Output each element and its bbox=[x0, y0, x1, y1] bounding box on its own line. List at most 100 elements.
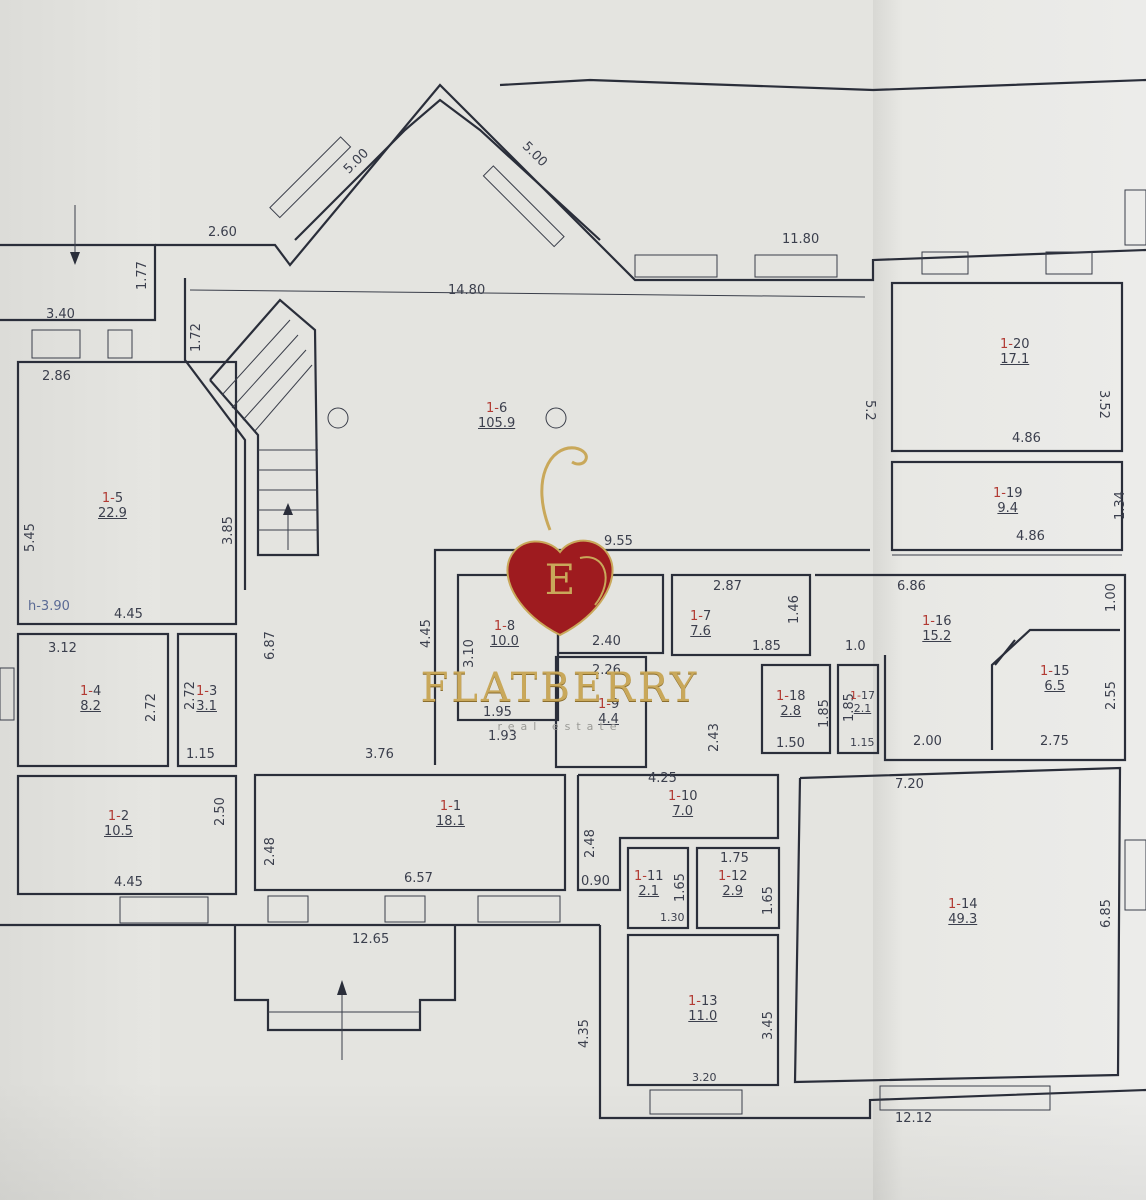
entrance-arrow-head bbox=[70, 252, 80, 265]
room-1-20-walls bbox=[890, 281, 1124, 453]
outer-wall bbox=[155, 83, 1146, 282]
room-1-14-walls bbox=[793, 766, 1122, 1084]
stair-walls bbox=[209, 298, 320, 557]
window bbox=[879, 1085, 1051, 1111]
dimension-label: 1.95 bbox=[483, 705, 512, 720]
room-1-1-walls bbox=[253, 773, 567, 892]
flatberry-logo: E FLATBERRY real estate bbox=[400, 440, 720, 740]
hall-wall bbox=[433, 548, 870, 765]
room-1-9-walls bbox=[554, 655, 648, 769]
room-1-19-walls bbox=[890, 460, 1124, 552]
bay-window bbox=[294, 98, 601, 241]
height-label: h-3.90 bbox=[28, 599, 70, 614]
stair-arrow-head bbox=[283, 503, 293, 515]
dimension-label: 1.30 bbox=[660, 911, 685, 924]
berry-emblem bbox=[506, 446, 614, 637]
dimension-label: 1.85 bbox=[752, 639, 781, 654]
dimension-label: 3.52 bbox=[1096, 390, 1111, 419]
dimension-label: 6.57 bbox=[404, 871, 433, 886]
door-mark bbox=[994, 639, 1016, 666]
room-1-4-walls bbox=[16, 632, 170, 768]
logo-monogram: E bbox=[544, 555, 576, 604]
dimension-label: 1.72 bbox=[189, 323, 204, 352]
dimension-label: 3.76 bbox=[365, 747, 394, 762]
dimension-label: 2.75 bbox=[1040, 734, 1069, 749]
dimension-label: 9.55 bbox=[604, 534, 633, 549]
window bbox=[1045, 251, 1093, 275]
logo-brand-text: FLATBERRY bbox=[420, 665, 700, 711]
dimension-label: 0.90 bbox=[581, 874, 610, 889]
window bbox=[384, 895, 426, 923]
paper-shadow bbox=[0, 1080, 1146, 1200]
room-1-11-walls bbox=[626, 846, 690, 930]
window bbox=[921, 251, 969, 275]
porch-walls bbox=[233, 925, 457, 1032]
dimension-label: 1.65 bbox=[761, 886, 776, 915]
paper-fold-left bbox=[0, 0, 160, 1200]
dimension-label: 4.86 bbox=[1016, 529, 1045, 544]
dimension-label: 4.86 bbox=[1012, 431, 1041, 446]
dimension-label: 2.26 bbox=[592, 663, 621, 678]
dimension-label: 1.75 bbox=[720, 851, 749, 866]
dimension-label: 2.72 bbox=[144, 693, 159, 722]
dimension-label: 14.80 bbox=[448, 283, 486, 298]
leaf-icon bbox=[579, 556, 607, 606]
room-1-13-walls bbox=[626, 933, 780, 1087]
window bbox=[649, 1089, 743, 1115]
dimension-label: 1.85 bbox=[817, 699, 832, 728]
logo-tagline: real estate bbox=[497, 720, 623, 733]
dimension-line bbox=[189, 289, 866, 298]
dimension-label: 1.50 bbox=[776, 736, 805, 751]
dimension-label: 2.55 bbox=[1104, 681, 1119, 710]
dimension-label: 1.34 bbox=[1113, 491, 1128, 520]
window bbox=[0, 667, 15, 721]
dimension-label: 7.20 bbox=[895, 777, 924, 792]
dimension-label: 2.00 bbox=[913, 734, 942, 749]
outer-wall bbox=[598, 925, 1146, 1120]
dimension-label: 11.80 bbox=[782, 232, 820, 247]
dimension-label: 1.65 bbox=[673, 873, 688, 902]
room-1-2-walls bbox=[16, 774, 238, 896]
dimension-label: 3.45 bbox=[761, 1011, 776, 1040]
dimension-label: 3.20 bbox=[692, 1071, 717, 1084]
dimension-label: 6.86 bbox=[897, 579, 926, 594]
column-circle bbox=[545, 407, 567, 429]
dimension-label: 3.40 bbox=[46, 307, 75, 322]
dimension-label: 2.50 bbox=[213, 797, 228, 826]
room-1-5-walls bbox=[16, 360, 238, 626]
room-1-7-walls bbox=[670, 573, 812, 657]
dimension-label: 2.40 bbox=[592, 634, 621, 649]
dimension-label: 2.86 bbox=[42, 369, 71, 384]
window bbox=[482, 165, 565, 248]
dimension-label: 3.12 bbox=[48, 641, 77, 656]
window bbox=[269, 136, 352, 219]
dimension-label: 4.45 bbox=[114, 875, 143, 890]
dimension-label: 1.15 bbox=[850, 736, 875, 749]
room-1-17-walls bbox=[836, 663, 880, 755]
window bbox=[31, 329, 81, 359]
dimension-label: 1.0 bbox=[845, 639, 866, 654]
room-1-16-walls bbox=[815, 573, 1127, 762]
stair-walls bbox=[183, 278, 247, 590]
room-1-12-walls bbox=[695, 846, 781, 930]
dimension-label: 3.85 bbox=[221, 516, 236, 545]
window bbox=[107, 329, 133, 359]
dimension-label: 1.77 bbox=[135, 261, 150, 290]
